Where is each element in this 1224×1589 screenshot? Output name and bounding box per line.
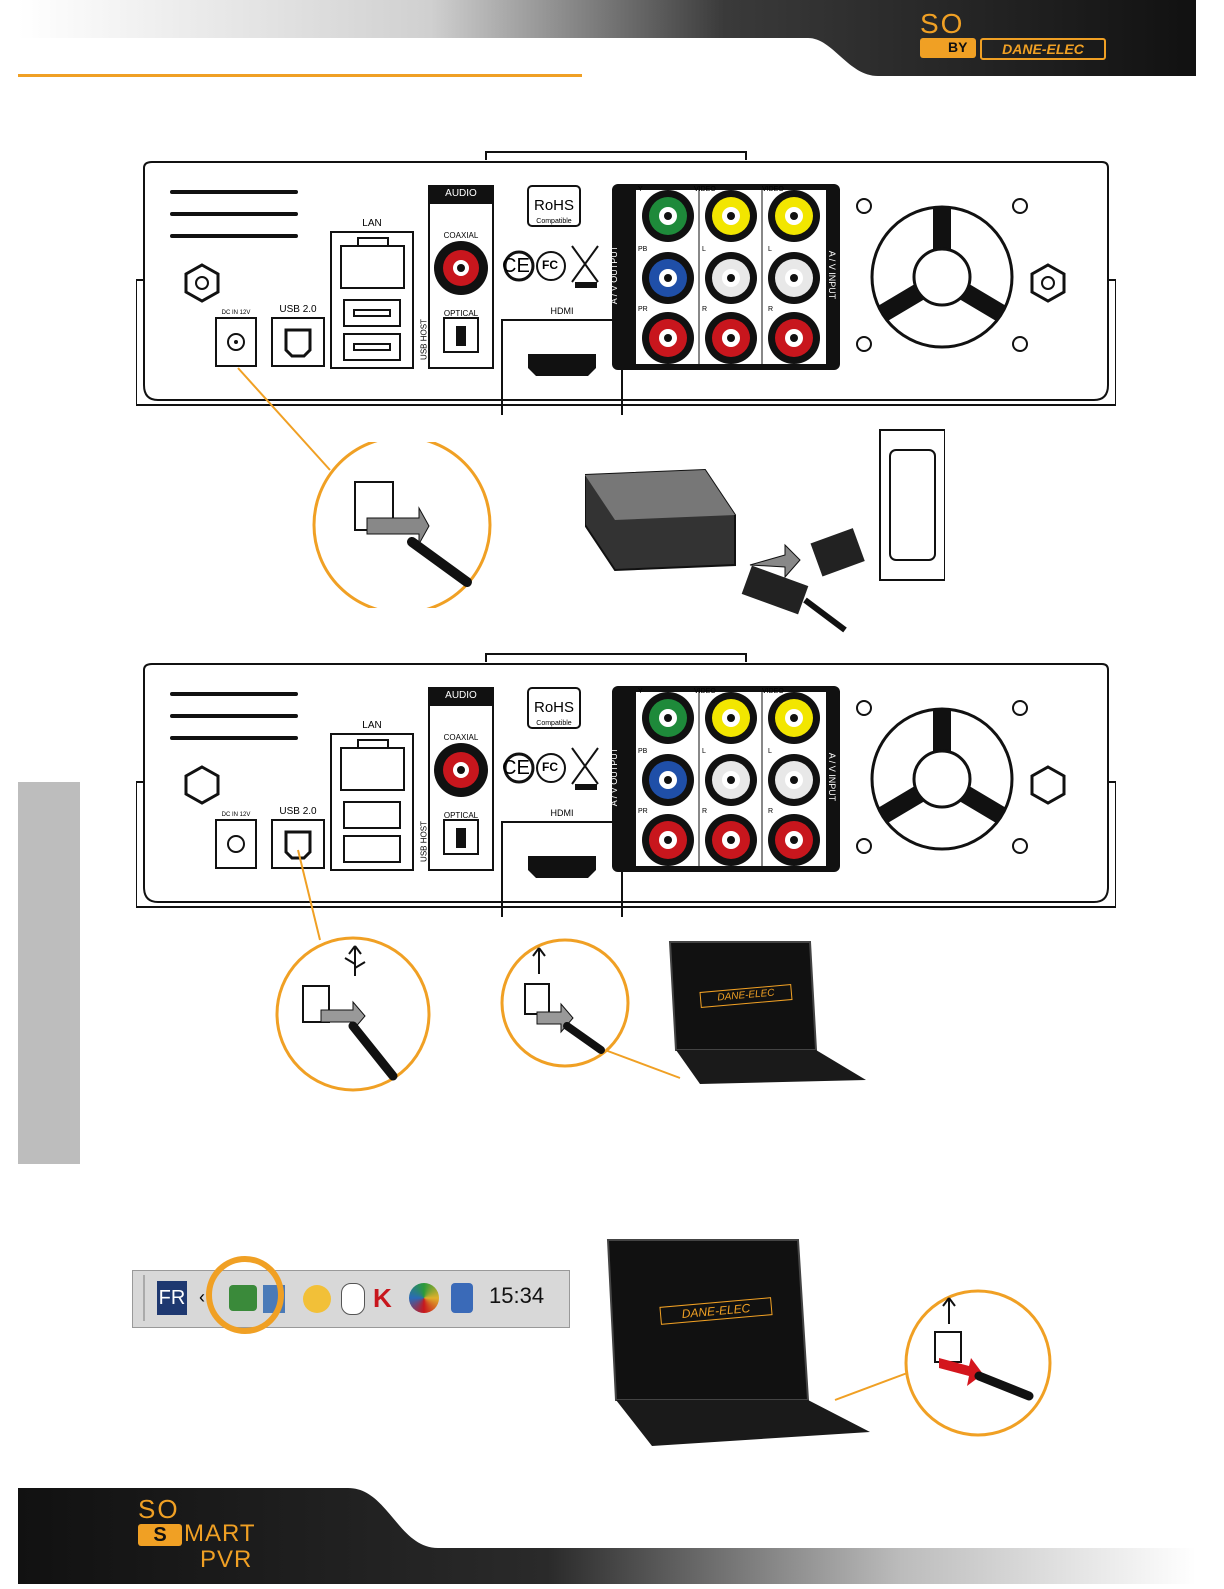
- mouse-icon[interactable]: [341, 1283, 365, 1315]
- video-out-label: VIDEO: [694, 688, 716, 695]
- rca-jacks: [642, 692, 820, 866]
- zoom-circle-usb-remove: [903, 1288, 1053, 1438]
- coaxial-label: COAXIAL: [443, 733, 479, 742]
- r-in-label: R: [768, 808, 774, 815]
- footer-pvr: PVR: [200, 1546, 253, 1573]
- laptop-1: DANE-ELEC: [660, 938, 866, 1088]
- adapter-illustration: [584, 425, 946, 635]
- fan-grille: [856, 700, 1028, 854]
- title-underline: [18, 74, 582, 77]
- fan-grille: [856, 198, 1028, 352]
- lan-label: LAN: [362, 218, 382, 229]
- zoom-circle-usb-pc: [497, 938, 633, 1068]
- optical-label: OPTICAL: [443, 309, 479, 318]
- brand-by-badge: [920, 38, 976, 58]
- r-out-label: R: [702, 306, 708, 313]
- rohs-label: RoHS: [533, 699, 574, 716]
- audio-label: AUDIO: [445, 188, 477, 199]
- antivirus-icon[interactable]: K: [373, 1283, 392, 1313]
- pr-label: PR: [638, 306, 648, 313]
- rohs-sub-label: Compatible: [536, 218, 572, 225]
- footer-gradient: [18, 1488, 1196, 1584]
- y-label: Y: [638, 186, 643, 193]
- footer-logo: SO S MART PVR: [136, 1494, 276, 1580]
- coaxial-label: COAXIAL: [443, 231, 479, 240]
- ce-mark: CE: [502, 757, 530, 779]
- video-in-label: VIDEO: [762, 186, 784, 193]
- dc-in-label: DC IN 12V: [221, 310, 251, 316]
- device-1-labels: AUDIO LAN RoHS Compatible CE FC COAXIAL …: [136, 150, 1116, 415]
- clock-time: 15:34: [489, 1283, 545, 1308]
- usb20-label: USB 2.0: [279, 304, 317, 315]
- l-in-label: L: [768, 748, 772, 755]
- r-out-label: R: [702, 808, 708, 815]
- video-in-label: VIDEO: [762, 688, 784, 695]
- optical-label: OPTICAL: [443, 811, 479, 820]
- language-indicator[interactable]: FR: [157, 1281, 187, 1315]
- hdmi-label: HDMI: [550, 306, 574, 316]
- y-label: Y: [638, 688, 643, 695]
- footer-bar: [18, 1488, 1196, 1584]
- highlight-circle: [206, 1256, 284, 1334]
- footer-s-badge: S: [138, 1524, 182, 1546]
- taskbar: FR ‹ K 15:34: [132, 1270, 570, 1328]
- fc-mark: FC: [542, 760, 558, 774]
- video-out-label: VIDEO: [694, 186, 716, 193]
- hdmi-label: HDMI: [550, 808, 574, 818]
- l-out-label: L: [702, 748, 706, 755]
- pr-label: PR: [638, 808, 648, 815]
- lan-label: LAN: [362, 720, 382, 731]
- brand-logo: SO BY DANE-ELEC: [918, 8, 1108, 60]
- device-2-labels: AUDIO LAN RoHS Compatible CE FC COAXIAL …: [136, 652, 1116, 917]
- usb20-label: USB 2.0: [279, 806, 317, 817]
- pb-label: PB: [638, 748, 648, 755]
- footer-mart: MART: [184, 1520, 256, 1547]
- audio-label: AUDIO: [445, 690, 477, 701]
- header-bar: [18, 0, 1196, 76]
- tray-expand-icon[interactable]: ‹: [199, 1287, 205, 1307]
- rohs-sub-label: Compatible: [536, 720, 572, 727]
- l-in-label: L: [768, 246, 772, 253]
- header-gradient: [18, 0, 1196, 76]
- pb-label: PB: [638, 246, 648, 253]
- l-out-label: L: [702, 246, 706, 253]
- brand-dane-elec: DANE-ELEC: [980, 38, 1106, 60]
- ce-mark: CE: [502, 255, 530, 277]
- rohs-label: RoHS: [533, 197, 574, 214]
- side-tab: [18, 782, 80, 1164]
- laptop-2: DANE-ELEC: [602, 1236, 872, 1452]
- dc-in-label: DC IN 12V: [221, 812, 251, 818]
- update-icon[interactable]: [451, 1283, 473, 1313]
- zoom-circle-usb-device: [273, 936, 433, 1092]
- brand-by: BY: [948, 39, 968, 55]
- r-in-label: R: [768, 306, 774, 313]
- taskbar-separator: [143, 1275, 145, 1321]
- rca-jacks: [642, 190, 820, 364]
- clock-tray-icon[interactable]: [303, 1285, 331, 1313]
- fc-mark: FC: [542, 258, 558, 272]
- media-icon[interactable]: [409, 1283, 439, 1313]
- footer-so: SO: [138, 1494, 180, 1524]
- brand-so: SO: [920, 8, 965, 39]
